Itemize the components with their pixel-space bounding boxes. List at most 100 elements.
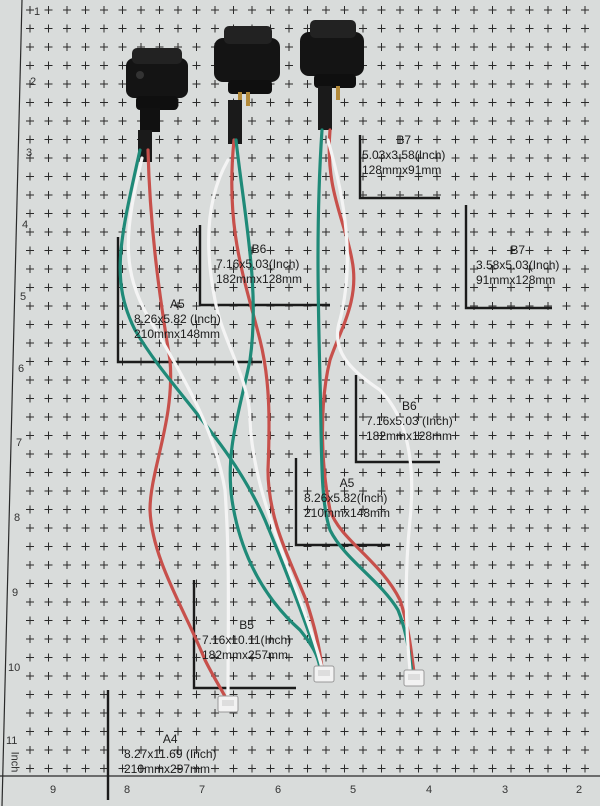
- grid-cross: [63, 117, 71, 125]
- grid-cross: [396, 43, 404, 51]
- grid-cross: [229, 746, 238, 754]
- size-guide-corner: [192, 580, 296, 690]
- grid-cross: [470, 616, 478, 625]
- grid-cross: [63, 579, 71, 588]
- grid-cross: [137, 505, 145, 514]
- grid-cross: [507, 246, 515, 255]
- grid-cross: [155, 468, 164, 477]
- ruler-bottom-9: 9: [50, 784, 57, 796]
- grid-cross: [414, 43, 423, 51]
- grid-cross: [26, 505, 34, 514]
- grid-cross: [81, 154, 90, 162]
- grid-cross: [340, 746, 349, 754]
- grid-cross: [248, 746, 256, 754]
- grid-cross: [488, 209, 497, 218]
- grid-cross: [100, 43, 108, 51]
- grid-cross: [81, 505, 90, 514]
- grid-cross: [414, 542, 423, 551]
- grid-cross: [581, 505, 589, 514]
- grid-cross: [470, 505, 478, 514]
- grid-cross: [100, 709, 108, 717]
- grid-cross: [359, 505, 367, 514]
- grid-cross: [137, 209, 145, 218]
- grid-cross: [63, 616, 71, 625]
- grid-cross: [562, 6, 571, 14]
- grid-cross: [581, 653, 589, 662]
- grid-cross: [470, 283, 478, 292]
- grid-cross: [44, 357, 53, 366]
- grid-cross: [581, 43, 589, 51]
- grid-cross: [81, 228, 90, 236]
- grid-cross: [26, 320, 34, 329]
- grid-cross: [174, 672, 182, 680]
- grid-cross: [525, 191, 534, 199]
- grid-cross: [44, 228, 53, 236]
- grid-cross: [285, 413, 293, 421]
- grid-cross: [396, 265, 404, 273]
- grid-cross: [507, 487, 515, 495]
- grid-cross: [525, 24, 534, 33]
- grid-cross: [81, 135, 90, 144]
- grid-cross: [155, 191, 164, 199]
- grid-cross: [211, 709, 219, 717]
- grid-cross: [359, 524, 367, 532]
- grid-cross: [359, 98, 367, 107]
- grid-cross: [451, 450, 460, 458]
- grid-cross: [396, 672, 404, 680]
- grid-cross: [562, 727, 571, 736]
- grid-cross: [525, 98, 534, 107]
- grid-cross: [525, 542, 534, 551]
- grid-cross: [340, 727, 349, 736]
- grid-cross: [359, 598, 367, 606]
- grid-cross: [507, 172, 515, 181]
- grid-cross: [433, 357, 441, 366]
- grid-cross: [322, 635, 330, 643]
- grid-cross: [396, 709, 404, 717]
- grid-cross: [396, 246, 404, 255]
- grid-cross: [81, 246, 90, 255]
- grid-cross: [544, 61, 552, 70]
- grid-cross: [562, 61, 571, 70]
- connector-right: [300, 20, 364, 130]
- grid-cross: [303, 690, 312, 699]
- grid-cross: [285, 376, 293, 384]
- grid-cross: [488, 487, 497, 495]
- grid-cross: [507, 579, 515, 588]
- grid-cross: [81, 376, 90, 384]
- grid-cross: [26, 283, 34, 292]
- grid-cross: [26, 468, 34, 477]
- grid-cross: [26, 265, 34, 273]
- grid-cross: [322, 598, 330, 606]
- grid-cross: [525, 487, 534, 495]
- grid-cross: [174, 561, 182, 569]
- grid-cross: [63, 265, 71, 273]
- grid-cross: [81, 172, 90, 181]
- grid-cross: [377, 320, 386, 329]
- grid-cross: [507, 450, 515, 458]
- grid-cross: [562, 376, 571, 384]
- grid-cross: [377, 302, 386, 310]
- grid-cross: [211, 413, 219, 421]
- grid-cross: [63, 320, 71, 329]
- grid-cross: [211, 98, 219, 107]
- grid-cross: [581, 542, 589, 551]
- grid-cross: [211, 6, 219, 14]
- grid-cross: [285, 80, 293, 88]
- grid-cross: [581, 228, 589, 236]
- grid-cross: [81, 413, 90, 421]
- grid-cross: [322, 746, 330, 754]
- grid-cross: [470, 524, 478, 532]
- grid-cross: [248, 505, 256, 514]
- grid-cross: [100, 653, 108, 662]
- grid-cross: [525, 524, 534, 532]
- grid-cross: [340, 339, 349, 347]
- grid-cross: [359, 394, 367, 403]
- grid-cross: [377, 6, 386, 14]
- grid-cross: [340, 135, 349, 144]
- grid-cross: [81, 320, 90, 329]
- grid-cross: [433, 672, 441, 680]
- grid-cross: [118, 135, 127, 144]
- grid-cross: [377, 524, 386, 532]
- grid-cross: [488, 265, 497, 273]
- grid-cross: [340, 6, 349, 14]
